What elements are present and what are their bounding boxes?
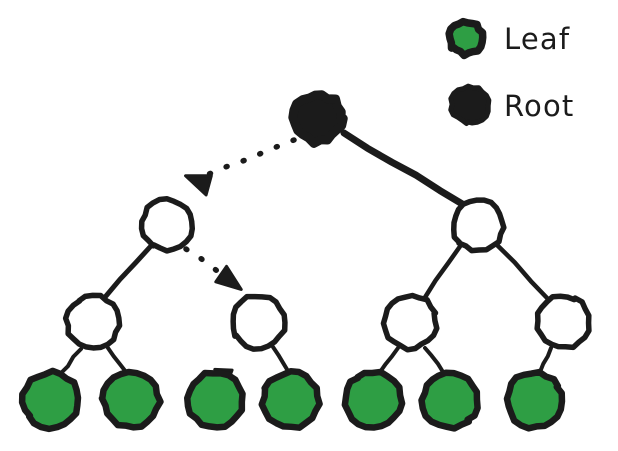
internal-node-circle <box>451 197 507 254</box>
tree-node-leaf[interactable] <box>18 367 82 433</box>
tree-edge <box>340 129 468 209</box>
internal-node-circle <box>380 292 440 353</box>
tree-edge <box>58 347 83 376</box>
tree-edge <box>106 346 128 374</box>
arrowhead <box>214 264 243 291</box>
internal-node-circle <box>534 293 592 351</box>
leaf-circle <box>184 369 246 431</box>
tree-node-leaf[interactable] <box>258 368 323 431</box>
tree-edge <box>378 346 400 374</box>
leaf-circle <box>418 369 481 432</box>
dotted-arrow-shaft <box>183 246 229 280</box>
black-circle-filled-swatch <box>448 83 492 127</box>
tree-node-leaf[interactable] <box>184 369 246 431</box>
legend-label-leaf: Leaf <box>504 22 570 56</box>
legend-item-root: Root <box>448 83 575 127</box>
dotted-arrow-root-to-left-child <box>184 137 297 197</box>
internal-node-circle <box>138 196 196 254</box>
tree-node-internal[interactable] <box>230 293 288 352</box>
tree-edge <box>271 345 290 373</box>
arrows-layer <box>183 137 297 383</box>
internal-node-circle <box>62 292 123 351</box>
tree-node-internal[interactable] <box>138 196 196 254</box>
tree-edge <box>494 242 551 302</box>
tree-node-leaf[interactable] <box>98 368 164 431</box>
leaf-circle <box>503 368 566 432</box>
tree-node-leaf[interactable] <box>503 368 566 432</box>
dotted-arrow-shaft <box>197 137 297 181</box>
tree-edge <box>538 346 553 374</box>
leaf-circle <box>258 368 323 431</box>
arrowhead <box>184 174 213 197</box>
dotted-arrow-left-child-to-right-grandchild <box>183 246 243 291</box>
tree-node-root[interactable] <box>288 90 348 148</box>
tree-node-internal[interactable] <box>451 197 507 254</box>
tree-node-internal[interactable] <box>62 292 123 351</box>
nodes-layer <box>18 90 592 433</box>
tree-node-leaf[interactable] <box>341 368 406 431</box>
leaf-circle <box>98 368 164 431</box>
leaf-circle <box>18 367 82 433</box>
tree-node-leaf[interactable] <box>418 369 481 432</box>
tree-edge <box>103 244 153 299</box>
legend-label-root: Root <box>504 89 575 123</box>
leaf-circle <box>341 368 406 431</box>
tree-edge <box>421 242 464 302</box>
legend-item-leaf: Leaf <box>445 17 570 60</box>
green-circle-outlined-swatch <box>445 17 487 60</box>
tree-node-internal[interactable] <box>534 293 592 351</box>
tree-edge <box>423 346 445 374</box>
edges-layer <box>58 129 553 376</box>
root-circle <box>288 90 348 148</box>
tree-node-internal[interactable] <box>380 292 440 353</box>
internal-node-circle <box>230 293 288 352</box>
